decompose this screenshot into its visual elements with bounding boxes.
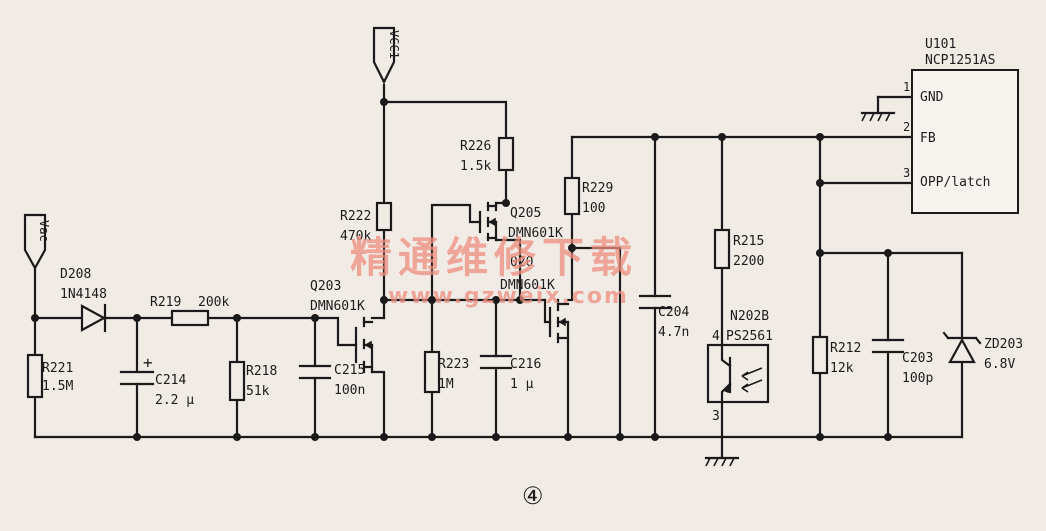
r223-value: 1M bbox=[438, 377, 454, 392]
r215-value: 2200 bbox=[733, 254, 764, 269]
diode-d208: D208 1N4148 bbox=[60, 267, 107, 333]
resistor-r219: R219 200k bbox=[150, 295, 229, 327]
r215-ref: R215 bbox=[733, 234, 764, 249]
r226-ref: R226 bbox=[460, 139, 491, 154]
capacitor-c215: C215 100n bbox=[298, 363, 365, 398]
pin1-name: GND bbox=[920, 90, 944, 105]
c204-ref: C204 bbox=[658, 305, 689, 320]
r226-value: 1.5k bbox=[460, 159, 491, 174]
r212-value: 12k bbox=[830, 361, 854, 376]
vac-label: Vac bbox=[37, 220, 51, 242]
d208-value: 1N4148 bbox=[60, 287, 107, 302]
pin1-number: 1 bbox=[903, 80, 910, 94]
c214-value: 2.2 μ bbox=[155, 393, 194, 408]
q203-value: DMN601K bbox=[310, 299, 365, 314]
watermark-cn: 精通维修下载 bbox=[350, 233, 638, 282]
resistor-r218: R218 51k bbox=[228, 360, 277, 402]
c214-ref: C214 bbox=[155, 373, 186, 388]
q20x-ref: 020 bbox=[510, 255, 533, 270]
n202b-ref: N202B bbox=[730, 309, 769, 324]
zd203-value: 6.8V bbox=[984, 357, 1015, 372]
r221-ref: R221 bbox=[42, 361, 73, 376]
resistor-r222: R222 470k bbox=[340, 201, 393, 244]
ic-u101: U101 NCP1251AS 1 GND 2 FB 3 OPP/latch bbox=[903, 37, 1019, 214]
ic-part: NCP1251AS bbox=[925, 53, 995, 68]
c204-value: 4.7n bbox=[658, 325, 689, 340]
resistor-r221: R221 1.5M bbox=[26, 353, 73, 399]
capacitor-c216: C216 1 μ bbox=[479, 354, 541, 392]
q205-ref: Q205 bbox=[510, 206, 541, 221]
c215-value: 100n bbox=[334, 383, 365, 398]
mosfet-q20x: 020 DMN601K bbox=[500, 255, 570, 344]
wires bbox=[33, 83, 964, 460]
mosfet-q203: Q203 DMN601K bbox=[310, 279, 374, 374]
c216-value: 1 μ bbox=[510, 377, 534, 392]
vcc1-flag: VCC1 bbox=[372, 26, 401, 85]
resistor-r229: R229 100 bbox=[563, 176, 613, 216]
figure-number: ④ bbox=[522, 482, 544, 510]
c215-ref: C215 bbox=[334, 363, 365, 378]
r229-ref: R229 bbox=[582, 181, 613, 196]
pin2-name: FB bbox=[920, 131, 936, 146]
ground-symbol-opto bbox=[704, 456, 740, 467]
q20x-value: DMN601K bbox=[500, 278, 555, 293]
optocoupler-n202b: 4 3 N202B PS2561 bbox=[706, 309, 773, 424]
n202b-value: PS2561 bbox=[726, 329, 773, 344]
zener-zd203: ZD203 6.8V bbox=[942, 331, 1023, 372]
c216-ref: C216 bbox=[510, 357, 541, 372]
r212-ref: R212 bbox=[830, 341, 861, 356]
pin2-number: 2 bbox=[903, 120, 910, 134]
r219-value: 200k bbox=[198, 295, 229, 310]
capacitor-c204: C204 4.7n bbox=[638, 294, 689, 340]
pin3-name: OPP/latch bbox=[920, 175, 990, 190]
c203-value: 100p bbox=[902, 371, 933, 386]
q203-ref: Q203 bbox=[310, 279, 341, 294]
resistor-r212: R212 12k bbox=[811, 335, 861, 376]
c214-polarity: + bbox=[143, 353, 153, 372]
watermark-url: www.gzweix.com bbox=[388, 284, 629, 309]
capacitor-c203: C203 100p bbox=[871, 338, 933, 386]
opto-pin3: 3 bbox=[712, 409, 720, 424]
ic-ref: U101 bbox=[925, 37, 956, 52]
r219-ref: R219 bbox=[150, 295, 181, 310]
resistor-r226: R226 1.5k bbox=[460, 136, 515, 174]
ground-symbol-ic bbox=[860, 111, 896, 122]
opto-pin4: 4 bbox=[712, 329, 720, 344]
vcc1-label: VCC1 bbox=[387, 30, 401, 59]
zd203-ref: ZD203 bbox=[984, 337, 1023, 352]
q205-value: DMN601K bbox=[508, 226, 563, 241]
d208-ref: D208 bbox=[60, 267, 91, 282]
capacitor-c214: + C214 2.2 μ bbox=[119, 353, 194, 408]
mosfet-q205: Q205 DMN601K bbox=[478, 201, 563, 242]
r229-value: 100 bbox=[582, 201, 605, 216]
r218-value: 51k bbox=[246, 384, 270, 399]
vac-flag: Vac bbox=[23, 213, 51, 271]
resistor-r223: R223 1M bbox=[423, 350, 469, 394]
pin3-number: 3 bbox=[903, 166, 910, 180]
r218-ref: R218 bbox=[246, 364, 277, 379]
r223-ref: R223 bbox=[438, 357, 469, 372]
r222-value: 470k bbox=[340, 229, 371, 244]
r222-ref: R222 bbox=[340, 209, 371, 224]
r221-value: 1.5M bbox=[42, 379, 73, 394]
resistor-r215: R215 2200 bbox=[713, 228, 764, 270]
watermark: 精通维修下载 www.gzweix.com bbox=[350, 233, 638, 309]
c203-ref: C203 bbox=[902, 351, 933, 366]
junctions bbox=[31, 98, 892, 441]
